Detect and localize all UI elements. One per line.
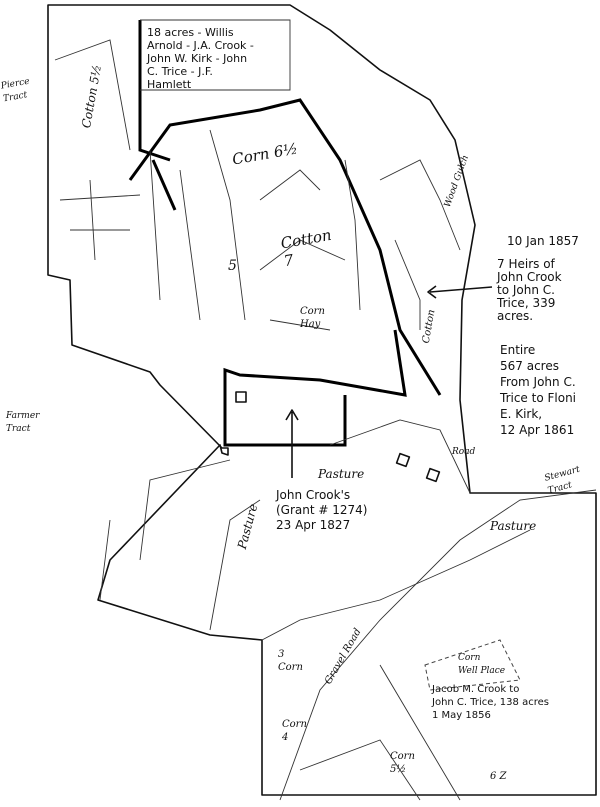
note-grant: John Crook's (Grant # 1274) 23 Apr 1827 [276,488,368,532]
arrow-grant [285,409,299,478]
field-5: 5 [228,258,237,274]
field-corn-3: 3 Corn [278,649,303,673]
arrow-heirs [427,285,493,299]
note-heirs-deed: 7 Heirs of John Crook to John C. Trice, … [497,257,562,323]
note-jacob-deed: Jacob M. Crook to John C. Trice, 138 acr… [432,684,549,721]
field-pasture-1: Pasture [318,467,365,481]
note-18-acres: 18 acres - Willis Arnold - J.A. Crook - … [147,26,254,91]
field-corn-4: Corn 4 [282,719,307,743]
field-corn-hay: Corn Hay [300,306,325,330]
note-entire-deed: Entire 567 acres From John C. Trice to F… [500,343,577,437]
label-road: Road [452,447,476,457]
field-corn-bottom: Corn 5½ [390,751,415,775]
field-corn-well-place: Corn Well Place [458,653,506,676]
grant-parcel-boundary [128,20,442,447]
gravel-road [279,489,597,801]
tract-farmer: Farmer Tract [6,411,40,434]
well-place-outline [424,639,521,691]
field-6: 6 Z [490,771,507,782]
box-18-acres [140,19,291,91]
field-pasture-2: Pasture [490,519,537,533]
note-date-1857: 10 Jan 1857 [507,234,579,248]
outer-boundary [47,4,597,796]
tract-pierce: Pierce Tract [0,76,31,105]
